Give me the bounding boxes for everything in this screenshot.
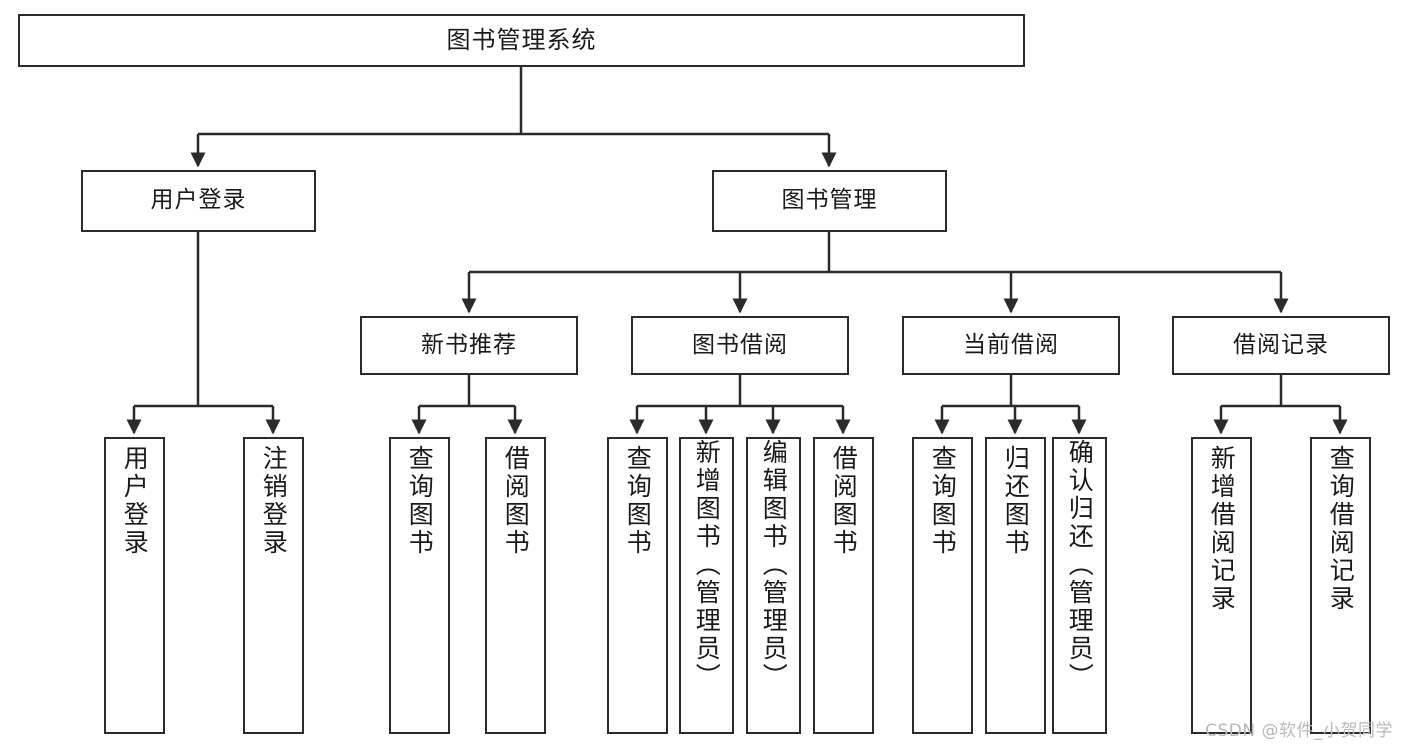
node-leaf-query-record[interactable]: 查询借阅记录 xyxy=(1310,437,1371,734)
node-leaf-query-book-1[interactable]: 查询图书 xyxy=(389,437,450,734)
node-label: 借阅记录 xyxy=(1233,331,1329,358)
node-label: 图书管理 xyxy=(781,187,878,214)
node-leaf-confirm-return[interactable]: 确认归还（管理员） xyxy=(1052,437,1107,734)
node-label: 注销登录 xyxy=(259,445,289,557)
node-leaf-user-login[interactable]: 用户登录 xyxy=(104,437,165,734)
node-leaf-query-book-3[interactable]: 查询图书 xyxy=(912,437,973,734)
node-label: 查询图书 xyxy=(623,445,653,557)
node-label: 确认归还（管理员） xyxy=(1065,439,1095,691)
node-label: 新增图书（管理员） xyxy=(692,439,722,691)
node-user-login[interactable]: 用户登录 xyxy=(81,170,316,232)
node-leaf-return-book[interactable]: 归还图书 xyxy=(985,437,1046,734)
node-current-borrow[interactable]: 当前借阅 xyxy=(902,316,1120,375)
node-label: 当前借阅 xyxy=(963,331,1059,358)
node-leaf-edit-book[interactable]: 编辑图书（管理员） xyxy=(746,437,801,734)
node-leaf-borrow-book-2[interactable]: 借阅图书 xyxy=(813,437,874,734)
node-leaf-borrow-book-1[interactable]: 借阅图书 xyxy=(485,437,546,734)
node-label: 查询图书 xyxy=(405,445,435,557)
node-label: 借阅图书 xyxy=(829,445,859,557)
node-label: 查询借阅记录 xyxy=(1326,445,1356,613)
node-leaf-add-book[interactable]: 新增图书（管理员） xyxy=(679,437,734,734)
node-label: 图书借阅 xyxy=(692,331,788,358)
node-label: 归还图书 xyxy=(1001,445,1031,557)
node-label: 图书管理系统 xyxy=(446,26,597,55)
node-leaf-query-book-2[interactable]: 查询图书 xyxy=(607,437,668,734)
node-borrow-record[interactable]: 借阅记录 xyxy=(1172,316,1390,375)
node-new-book-recommend[interactable]: 新书推荐 xyxy=(360,316,578,375)
node-book-manage[interactable]: 图书管理 xyxy=(712,170,947,232)
node-label: 编辑图书（管理员） xyxy=(759,439,789,691)
node-label: 新增借阅记录 xyxy=(1207,445,1237,613)
node-root-system[interactable]: 图书管理系统 xyxy=(18,14,1025,67)
node-book-borrow[interactable]: 图书借阅 xyxy=(631,316,849,375)
node-leaf-add-record[interactable]: 新增借阅记录 xyxy=(1191,437,1252,734)
node-label: 查询图书 xyxy=(928,445,958,557)
node-label: 借阅图书 xyxy=(501,445,531,557)
node-leaf-user-logout[interactable]: 注销登录 xyxy=(243,437,304,734)
node-label: 用户登录 xyxy=(150,187,247,214)
node-label: 新书推荐 xyxy=(421,331,517,358)
csdn-watermark: CSDN @软件_小贺同学 xyxy=(1205,721,1393,741)
node-label: 用户登录 xyxy=(120,445,150,557)
